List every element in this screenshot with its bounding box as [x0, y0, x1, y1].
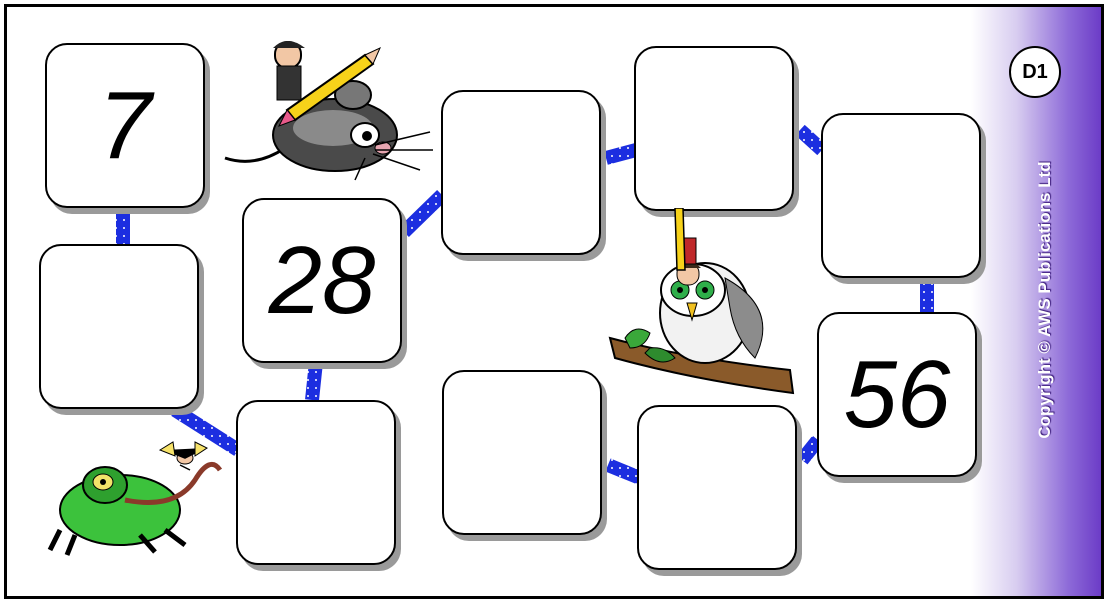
number-box-1[interactable]: 7	[45, 43, 205, 208]
number-box-8[interactable]: 56	[817, 312, 977, 477]
number-box-3-value: 28	[269, 233, 376, 329]
connector-28-to-b5	[404, 195, 442, 232]
number-box-8-value: 56	[844, 347, 951, 443]
mouse-with-pencil-clipart	[215, 40, 440, 185]
number-box-10[interactable]	[442, 370, 602, 535]
connector-b10-to-b9	[608, 465, 640, 478]
number-box-3[interactable]: 28	[242, 198, 402, 363]
number-box-9[interactable]	[637, 405, 797, 570]
number-box-5[interactable]	[441, 90, 601, 255]
frog-with-fly-clipart	[45, 440, 235, 560]
number-box-1-value: 7	[98, 78, 151, 174]
level-badge: D1	[1009, 46, 1061, 98]
connector-b5-to-b6	[606, 150, 636, 158]
number-box-2[interactable]	[39, 244, 199, 409]
number-box-6[interactable]	[634, 46, 794, 211]
number-box-4[interactable]	[236, 400, 396, 565]
connector-b4-to-28	[312, 362, 316, 400]
connector-56-to-b9	[802, 440, 818, 460]
number-box-7[interactable]	[821, 113, 981, 278]
connector-b6-to-b7	[800, 130, 822, 150]
copyright-text: Copyright © AWS Publications Ltd	[1035, 140, 1055, 460]
owl-on-branch-clipart	[605, 208, 800, 398]
